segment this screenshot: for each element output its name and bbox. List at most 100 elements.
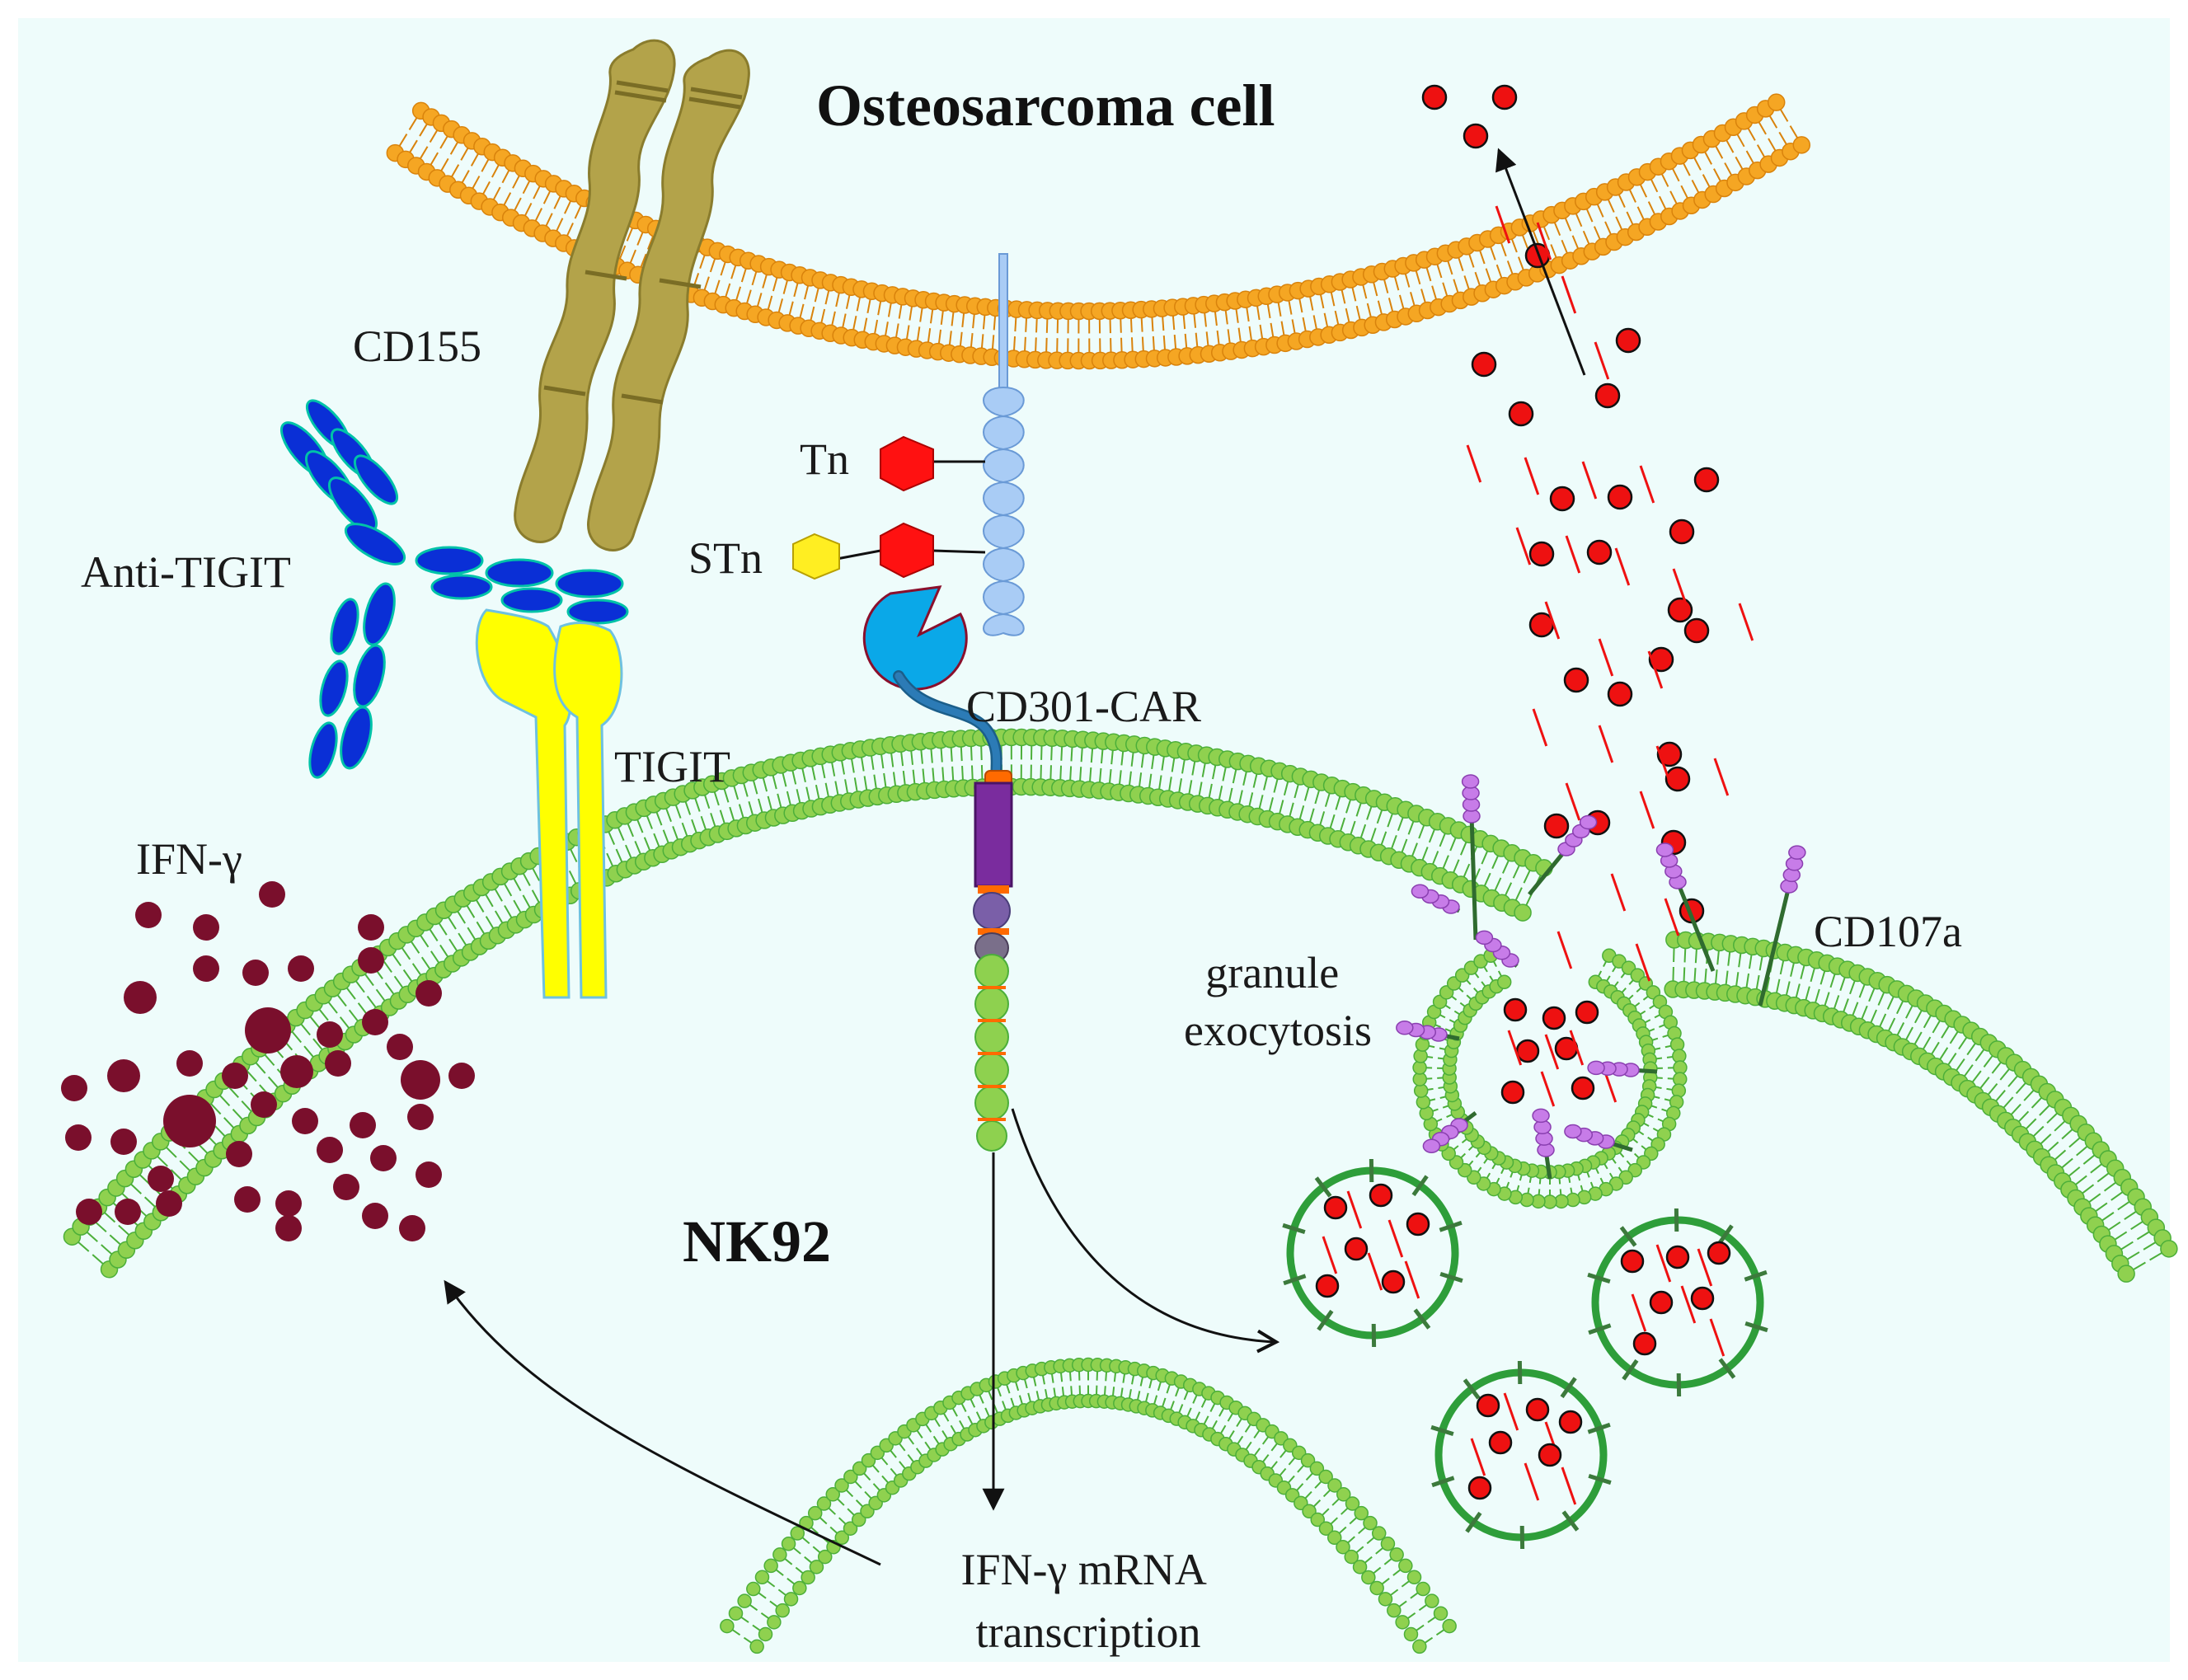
- granule-dot: [1693, 467, 1720, 493]
- mucin-glycoprotein: [836, 253, 1025, 636]
- ifn-gamma-particle: [370, 1145, 397, 1171]
- ifn-gamma-particle: [61, 1075, 87, 1101]
- nk-lipid-head: [2117, 1265, 2135, 1283]
- ifn-gamma-particle: [107, 1059, 140, 1092]
- vesicle-protein: [1587, 1422, 1611, 1434]
- ifn-gamma-particle: [76, 1199, 102, 1225]
- granule-dot: [1525, 1397, 1550, 1422]
- granule-dot: [1406, 1212, 1430, 1237]
- granzyme-streak: [1569, 1030, 1585, 1066]
- cd107a-domain: [1587, 1060, 1605, 1076]
- ifn-gamma-particle: [275, 1190, 302, 1217]
- granzyme-streak: [1470, 1438, 1486, 1476]
- nucleus-lipid-head: [1403, 1626, 1419, 1642]
- vesicle-protein: [1463, 1378, 1481, 1400]
- tigit-label: TIGIT: [614, 742, 730, 791]
- granule-dot: [1381, 1269, 1406, 1294]
- granzyme-streak: [1507, 1030, 1523, 1066]
- cd301-car-receptor: [862, 585, 1013, 1152]
- nucleus-lipid-head: [851, 1512, 866, 1527]
- cd107a-stem: [1469, 815, 1478, 941]
- nucleus-lipid-head: [1387, 1603, 1402, 1618]
- granule-dot: [1344, 1237, 1369, 1261]
- vesicle-protein: [1744, 1269, 1768, 1282]
- cd107a-domain: [1532, 1108, 1550, 1124]
- granule-exocytosis-label: granule exocytosis: [1184, 948, 1372, 1055]
- granule-dot: [1594, 382, 1621, 409]
- background: [18, 18, 2170, 1662]
- ifn-gamma-particle: [135, 902, 162, 928]
- granzyme-streak: [1544, 601, 1561, 640]
- granzyme-streak: [1655, 1244, 1672, 1283]
- granzyme-streak: [1540, 1071, 1556, 1107]
- nucleus-lipid-head: [817, 1549, 833, 1565]
- granule-dot: [1575, 1000, 1599, 1025]
- nucleus-lipid-head: [758, 1626, 773, 1642]
- ifn-gamma-label: IFN-γ: [136, 834, 242, 884]
- cd301-car-label: CD301-CAR: [966, 682, 1201, 731]
- nucleus-lipid-head: [728, 1606, 744, 1621]
- cd107a-domain: [1788, 845, 1806, 860]
- granzyme-streak: [1561, 275, 1577, 314]
- vesicle-membrane: [1434, 1368, 1608, 1542]
- granule-dot: [1607, 681, 1633, 707]
- ifn-gamma-particle: [226, 1141, 252, 1167]
- ifn-gamma-particle: [245, 1007, 291, 1054]
- nucleus-lipid-head: [834, 1530, 850, 1546]
- cd107a-domain: [1564, 1124, 1582, 1139]
- granzyme-streak: [1664, 898, 1680, 936]
- nucleus-lipid-head: [1433, 1606, 1448, 1621]
- granzyme-streak: [1524, 457, 1540, 495]
- granule-vesicle: [1587, 1208, 1768, 1397]
- vesicle-protein: [1283, 1274, 1307, 1286]
- granule-dot: [1669, 519, 1695, 545]
- cd107a-domain: [1475, 930, 1494, 946]
- cd107a-domain: [1579, 814, 1598, 830]
- nk-lipid-head: [2160, 1240, 2178, 1258]
- vesicle-protein: [1282, 1222, 1306, 1234]
- vesicle-protein: [1431, 1476, 1455, 1488]
- nucleus-lipid-head: [1336, 1487, 1351, 1502]
- nucleus-lipid-head: [781, 1537, 796, 1551]
- granule-dot: [1515, 1039, 1540, 1063]
- ifn-gamma-particle: [333, 1174, 359, 1200]
- granzyme-streak: [1495, 205, 1511, 244]
- granule-dot: [1538, 1443, 1562, 1467]
- granule-dot: [1421, 84, 1448, 110]
- nucleus-lipid-head: [772, 1547, 787, 1562]
- nucleus-lipid-head: [763, 1558, 778, 1574]
- granule-dot: [1323, 1195, 1348, 1220]
- vesicle-protein: [1588, 1474, 1612, 1485]
- granzyme-streak: [1524, 1462, 1540, 1501]
- vesicle-protein: [1314, 1176, 1332, 1198]
- ifn-gamma-particle: [416, 1161, 442, 1188]
- nucleus-lipid-head: [1354, 1505, 1369, 1521]
- nucleus-lipid-head: [1336, 1539, 1350, 1555]
- stn-label: STn: [688, 533, 763, 583]
- granzyme-streak: [1680, 1285, 1697, 1324]
- granule-dot: [1488, 1430, 1513, 1455]
- granule-dot: [1369, 1183, 1393, 1208]
- vesicle-protein: [1716, 1224, 1734, 1246]
- granule-dot: [1315, 1274, 1340, 1298]
- ifn-gamma-particle: [259, 881, 285, 908]
- granule-dot: [1508, 401, 1534, 427]
- nucleus-lipid-head: [775, 1603, 790, 1618]
- nucleus-lipid-head: [1344, 1549, 1359, 1565]
- ifn-gamma-particle: [387, 1034, 413, 1060]
- granzyme-streak: [1404, 1260, 1420, 1299]
- nucleus-lipid-head: [767, 1615, 782, 1630]
- cd107a-label: CD107a: [1814, 907, 1962, 956]
- cd107a-domain: [1461, 774, 1480, 789]
- nucleus-lipid-head: [746, 1581, 761, 1597]
- osteo-lipid-head: [1767, 93, 1786, 111]
- granule-dot: [1607, 484, 1633, 510]
- cd107a-marker: [1411, 884, 1461, 914]
- nucleus-lipid-head: [807, 1505, 823, 1521]
- granzyme-streak: [1697, 1248, 1713, 1287]
- ifn-gamma-particle: [317, 1021, 343, 1048]
- ifn-gamma-particle: [234, 1186, 261, 1213]
- stn-sialic-acid-hexagon: [792, 533, 840, 580]
- granzyme-streak: [1598, 725, 1614, 763]
- nucleus-lipid-head: [1309, 1461, 1325, 1476]
